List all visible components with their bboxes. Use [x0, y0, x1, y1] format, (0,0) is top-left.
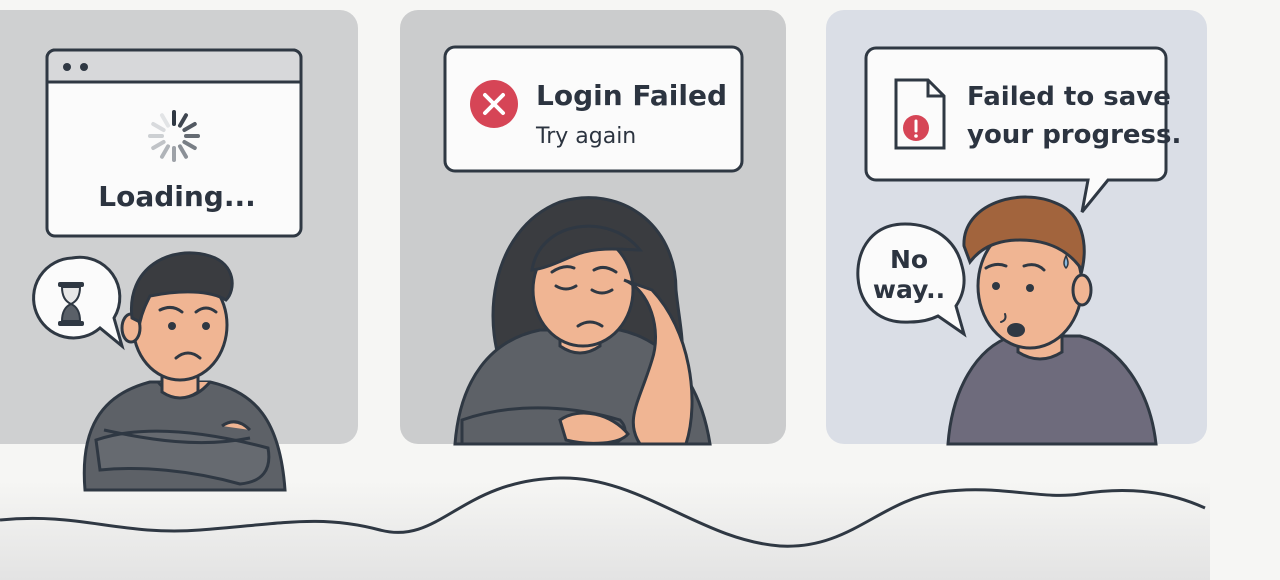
woman-head-in-hand [453, 196, 712, 446]
notification-line-2: your progress. [967, 120, 1181, 150]
dialog-title: Login Failed [536, 79, 727, 112]
document-error-icon [894, 78, 946, 150]
wavy-line [0, 476, 1206, 548]
notification-line-1: Failed to save [967, 82, 1171, 112]
hourglass-icon [58, 282, 84, 326]
loading-text: Loading... [98, 180, 256, 213]
speech-line-2: way.. [873, 275, 945, 304]
dialog-message: Try again [535, 124, 636, 149]
hourglass-thought-bubble [32, 255, 125, 351]
speech-line-1: No [890, 245, 928, 274]
error-x-icon [470, 80, 518, 128]
login-failed-dialog: Login Failed Try again [443, 45, 744, 173]
loading-window: Loading... [45, 48, 303, 238]
loading-spinner-icon [148, 110, 200, 162]
save-failed-notification: Failed to save your progress. [864, 46, 1181, 213]
man-arms-crossed [82, 251, 287, 492]
no-way-speech-bubble: No way.. [856, 222, 967, 338]
man-disappointed [946, 195, 1158, 446]
